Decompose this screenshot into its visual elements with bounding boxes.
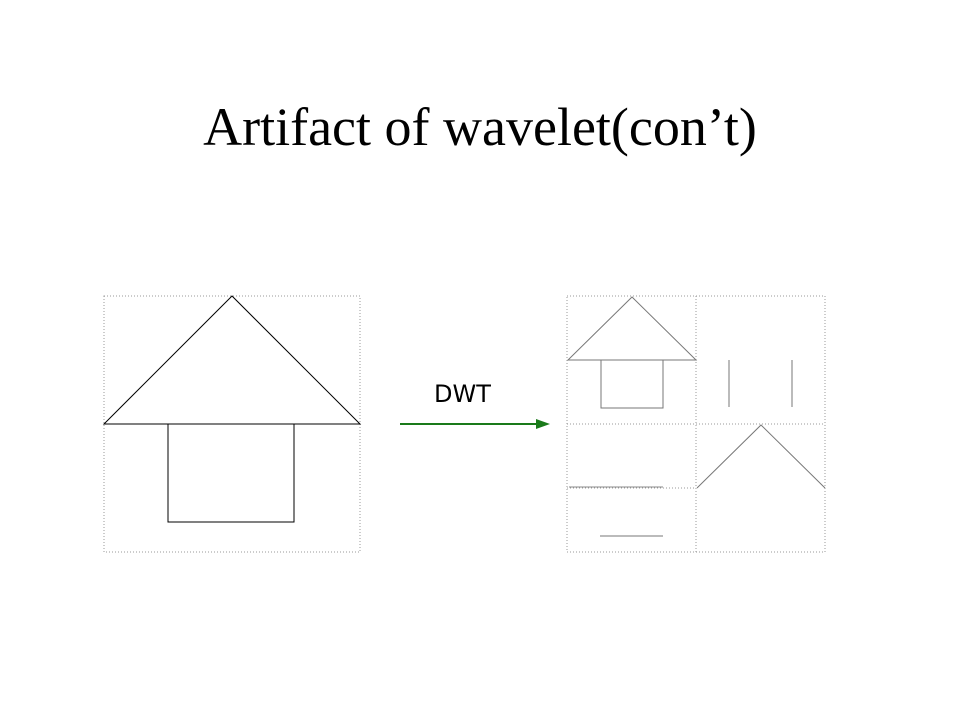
dwt-result-panel [566,295,826,553]
house-body [167,423,295,523]
dwt-arrow [400,419,550,429]
original-image-panel [102,295,362,553]
hh-diagonal-edges [696,424,826,489]
house-roof [102,295,362,425]
ll-house-roof [566,296,698,361]
ll-house-body [600,359,664,409]
dwt-label: DWT [434,380,491,408]
dwt-arrow-head [536,419,550,429]
slide-title: Artifact of wavelet(con’t) [203,97,757,157]
